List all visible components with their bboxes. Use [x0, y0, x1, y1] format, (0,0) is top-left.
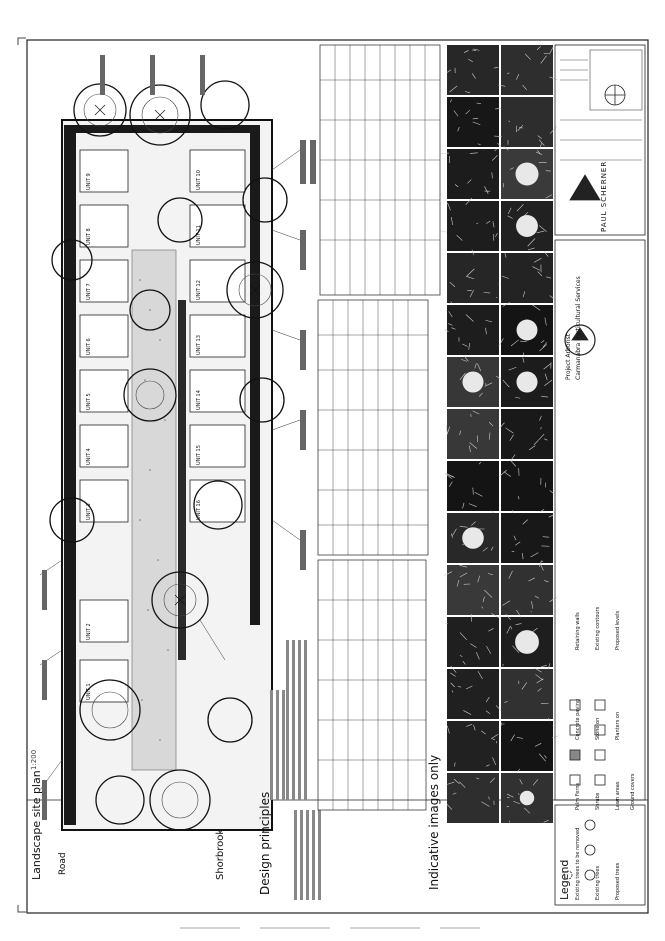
legend-item-existing-trees: Existing trees	[595, 865, 601, 900]
plant-image-tile	[447, 201, 499, 251]
plant-image-tile	[447, 461, 499, 511]
legend-item-proposed-levels: Proposed levels	[615, 610, 621, 650]
legend-item-palm-ferns: Palm Ferns	[575, 782, 581, 810]
legend-item-lawn: Lawn areas	[615, 781, 621, 810]
sheet-border	[26, 39, 649, 914]
unit-label: UNIT 9	[86, 173, 92, 190]
road-label: Road	[58, 852, 68, 875]
unit-label: UNIT 16	[196, 500, 202, 520]
unit-label: UNIT 4	[86, 448, 92, 465]
plant-image-tile	[501, 461, 553, 511]
unit-label: UNIT 10	[196, 170, 202, 190]
unit-label: UNIT 14	[196, 390, 202, 410]
legend-item-shrubs: Shrubs	[595, 792, 601, 810]
plant-image-tile	[447, 253, 499, 303]
legend-item-stone: Stone on	[595, 717, 601, 740]
planting-schedule-tables	[317, 44, 441, 811]
plant-image-tile	[447, 565, 499, 615]
legend-item-planters: Planters on	[615, 711, 621, 740]
plant-image-tile	[447, 409, 499, 459]
unit-label: UNIT 1	[86, 683, 92, 700]
plant-image-tile	[501, 721, 553, 771]
legend-item-existing-contours: Existing contours	[595, 606, 601, 650]
unit-label: UNIT 3	[86, 503, 92, 520]
unit-label: UNIT 6	[86, 338, 92, 355]
plan-scale: 1:200	[30, 749, 38, 770]
plant-image-tile	[447, 305, 499, 355]
legend-symbols	[554, 699, 646, 906]
unit-label: UNIT 13	[196, 335, 202, 355]
design-principles-heading: Design principles	[258, 791, 272, 895]
plant-image-tile	[501, 513, 553, 563]
unit-label: UNIT 2	[86, 623, 92, 640]
plant-image-tile	[501, 97, 553, 147]
design-principles-text	[270, 640, 321, 900]
firm-name: PAUL SCHERNER	[600, 160, 608, 232]
plant-image-tile	[501, 669, 553, 719]
plant-image-tile	[447, 669, 499, 719]
plant-image-tile	[501, 409, 553, 459]
legend-item-proposed-trees: Proposed trees	[615, 862, 621, 900]
legend-item-retaining-walls: Retaining walls	[575, 612, 581, 650]
plant-image-tile	[501, 45, 553, 95]
unit-label: UNIT 11	[196, 225, 202, 245]
title-block	[554, 44, 646, 801]
plan-title: Landscape site plan	[30, 770, 43, 880]
project-label: Project Arborist	[565, 333, 572, 380]
plant-image-tile	[501, 253, 553, 303]
plant-image-tile	[447, 773, 499, 823]
street-label: Shorbrook	[215, 828, 226, 880]
plant-image-tile	[447, 617, 499, 667]
indicative-images-heading: Indicative images only	[427, 754, 441, 890]
plant-image-tile	[447, 45, 499, 95]
plant-image-tile	[501, 565, 553, 615]
legend-item-ground-covers: Ground covers	[630, 773, 636, 810]
unit-label: UNIT 12	[196, 280, 202, 300]
client-label: Carmanabra Horticultural Services	[575, 276, 582, 380]
plant-image-tile	[447, 149, 499, 199]
legend-heading: Legend	[558, 859, 571, 900]
unit-label: UNIT 5	[86, 393, 92, 410]
plant-image-tile	[447, 721, 499, 771]
unit-label: UNIT 7	[86, 283, 92, 300]
legend-item-concrete: Concrete paving	[575, 698, 581, 740]
unit-label: UNIT 8	[86, 228, 92, 245]
unit-label: UNIT 15	[196, 445, 202, 465]
indicative-image-grid	[440, 45, 560, 823]
legend-item-trees-removed: Existing trees to be removed	[575, 827, 581, 900]
site-plan	[39, 55, 316, 831]
